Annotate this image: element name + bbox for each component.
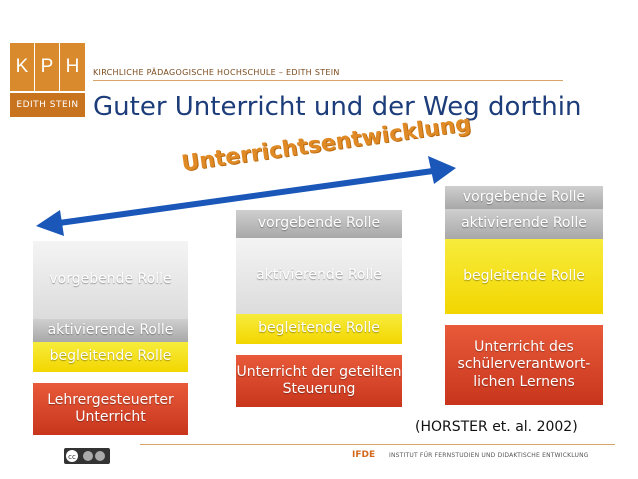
kph-logo: K P H EDITH STEIN xyxy=(10,43,85,117)
logo-letter-p: P xyxy=(35,43,59,91)
page-title: Guter Unterricht und der Weg dorthin xyxy=(93,92,582,122)
creative-commons-icon: cc xyxy=(64,448,110,464)
logo-letter-k: K xyxy=(10,43,34,91)
arrow-head-right xyxy=(428,156,456,184)
source-citation: (HORSTER et. al. 2002) xyxy=(415,419,578,435)
col1-caption: Lehrergesteuerter Unterricht xyxy=(33,383,188,435)
institute-name: INSTITUT FÜR FERNSTUDIEN UND DIDAKTISCHE… xyxy=(389,452,589,459)
col2-role-begleitend: begleitende Rolle xyxy=(236,314,402,344)
footer-divider xyxy=(140,444,615,445)
col1-role-vorgebend: vorgebende Rolle xyxy=(33,241,188,319)
col2-role-vorgebend: vorgebende Rolle xyxy=(236,210,402,238)
svg-text:cc: cc xyxy=(68,453,76,461)
logo-subtitle: EDITH STEIN xyxy=(10,93,85,117)
col3-role-aktivierend: aktivierende Rolle xyxy=(445,209,603,239)
institution-name: KIRCHLICHE PÄDAGOGISCHE HOCHSCHULE – EDI… xyxy=(93,68,340,77)
col2-role-aktivierend: aktivierende Rolle xyxy=(236,238,402,314)
col3-caption: Unterricht des schülerverantwort-lichen … xyxy=(445,325,603,405)
arrow-shaft xyxy=(51,167,441,227)
col3-role-vorgebend: vorgebende Rolle xyxy=(445,186,603,209)
col3-role-begleitend: begleitende Rolle xyxy=(445,239,603,314)
logo-letter-h: H xyxy=(60,43,85,91)
header-divider xyxy=(93,80,563,81)
col2-caption: Unterricht der geteilten Steuerung xyxy=(236,355,402,407)
arrow-head-left xyxy=(36,210,64,236)
col1-role-begleitend: begleitende Rolle xyxy=(33,342,188,372)
col1-role-aktivierend: aktivierende Rolle xyxy=(33,319,188,342)
ifde-logo: IFDE xyxy=(352,450,376,460)
